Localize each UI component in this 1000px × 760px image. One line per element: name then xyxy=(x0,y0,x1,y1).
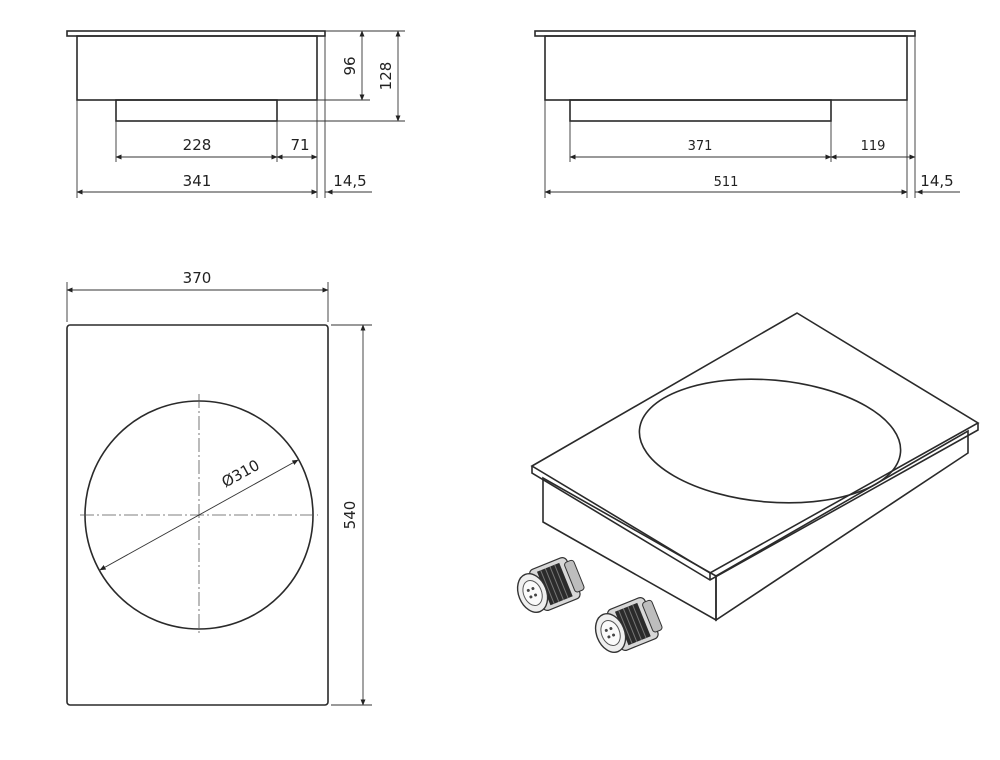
dim-side-offset-label: 119 xyxy=(861,139,886,154)
isometric-view xyxy=(516,312,980,653)
dim-height-total-label: 128 xyxy=(377,62,395,91)
rotary-knob-icon xyxy=(516,557,585,613)
dim-side-frame-label: 14,5 xyxy=(920,172,953,190)
dim-side-inner-label: 371 xyxy=(688,139,713,154)
front-lower-box xyxy=(115,99,278,122)
dim-front-offset-label: 71 xyxy=(290,136,309,154)
front-body xyxy=(76,35,318,101)
top-plate-outline xyxy=(66,324,329,706)
side-lower-box xyxy=(569,99,832,122)
dim-zone-diameter xyxy=(99,459,299,571)
dim-front-total-label: 341 xyxy=(183,172,212,190)
side-body xyxy=(544,35,908,101)
dim-top-length-label: 540 xyxy=(341,501,359,530)
dim-top-width-label: 370 xyxy=(183,269,212,287)
iso-body-side-face xyxy=(715,429,969,622)
iso-top-plate xyxy=(530,312,980,574)
top-view: Ø310 370 540 xyxy=(66,269,372,706)
dim-side-total-label: 511 xyxy=(714,175,739,190)
dim-zone-diameter-label: Ø310 xyxy=(219,456,263,491)
iso-cooking-zone xyxy=(638,378,902,504)
front-view: 228 71 341 14,5 96 128 xyxy=(66,30,405,198)
rotary-knob-icon xyxy=(594,597,663,653)
dim-front-inner-label: 228 xyxy=(183,136,212,154)
dim-front-frame-label: 14,5 xyxy=(333,172,366,190)
side-view: 371 119 511 14,5 xyxy=(534,30,960,198)
dim-height-body-label: 96 xyxy=(341,56,359,75)
